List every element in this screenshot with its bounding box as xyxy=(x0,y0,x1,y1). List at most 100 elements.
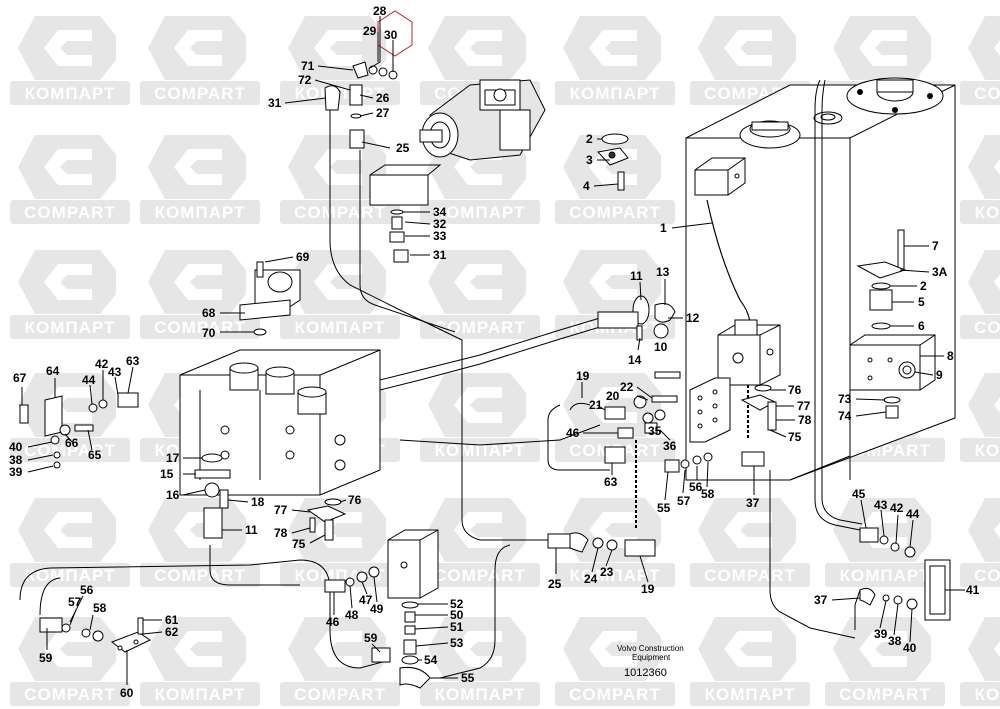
callout-37-mid: 37 xyxy=(746,496,760,510)
callout-42-left: 42 xyxy=(95,357,109,371)
callout-65: 65 xyxy=(88,448,102,462)
watermark-text: КОМПАРТ xyxy=(570,84,661,103)
callout-77-left: 77 xyxy=(274,503,288,517)
watermark-text: КОМПАРТ xyxy=(25,84,116,103)
callout-24: 24 xyxy=(584,572,598,586)
watermark-text: COMPART xyxy=(24,441,116,460)
callout-45: 45 xyxy=(852,487,866,501)
watermark-emblem xyxy=(18,135,116,199)
watermark-text: КОМПАРТ xyxy=(155,685,246,704)
watermark-emblem xyxy=(563,16,661,80)
callout-34: 34 xyxy=(433,205,447,219)
watermark-text: COMPART xyxy=(154,318,246,337)
callout-28: 28 xyxy=(373,4,387,18)
callout-69: 69 xyxy=(296,250,310,264)
callout-49: 49 xyxy=(370,602,384,616)
callout-40-right: 40 xyxy=(903,641,917,655)
callout-37-right: 37 xyxy=(814,593,828,607)
watermark-text: COMPART xyxy=(569,685,661,704)
callout-74: 74 xyxy=(838,409,852,423)
callout-38-right: 38 xyxy=(888,634,902,648)
watermark-emblem xyxy=(18,250,116,314)
leader-lines xyxy=(21,16,963,685)
watermark-text: КОМПАРТ xyxy=(840,566,931,585)
callout-60: 60 xyxy=(120,686,134,700)
callout-55-mid: 55 xyxy=(657,501,671,515)
callout-2-right: 2 xyxy=(920,279,927,293)
callout-59-bottom: 59 xyxy=(39,651,53,665)
callout-78-right: 78 xyxy=(798,413,812,427)
watermark-text: COMPART xyxy=(434,566,526,585)
callout-23: 23 xyxy=(600,565,614,579)
callout-42-right: 42 xyxy=(890,501,904,515)
watermark-text: КОМПАРТ xyxy=(975,203,1000,222)
callout-17: 17 xyxy=(166,451,180,465)
watermark-text: КОМПАРТ xyxy=(975,685,1000,704)
callout-76-right: 76 xyxy=(788,383,802,397)
watermark-emblem xyxy=(148,617,246,681)
caption-line1: Volvo Construction xyxy=(617,644,684,653)
callout-27: 27 xyxy=(376,106,390,120)
watermark-text: КОМПАРТ xyxy=(435,685,526,704)
callout-36: 36 xyxy=(663,439,677,453)
watermark-text: COMPART xyxy=(974,566,1000,585)
callout-75-right: 75 xyxy=(788,430,802,444)
watermark-emblem xyxy=(968,617,1000,681)
watermark-text: COMPART xyxy=(974,84,1000,103)
watermark-emblem xyxy=(18,498,116,562)
callout-56-mid: 56 xyxy=(689,480,703,494)
callout-76-left: 76 xyxy=(348,493,362,507)
callout-38-left: 38 xyxy=(9,453,23,467)
callout-25-top: 25 xyxy=(396,141,410,155)
callout-29: 29 xyxy=(363,24,377,38)
callout-48: 48 xyxy=(345,608,359,622)
callout-75-left: 75 xyxy=(292,537,306,551)
watermark-text: КОМПАРТ xyxy=(295,318,386,337)
watermark-text: COMPART xyxy=(974,318,1000,337)
watermark-emblem xyxy=(563,135,661,199)
callout-72: 72 xyxy=(298,73,312,87)
callout-59-mid: 59 xyxy=(364,631,378,645)
drawing-caption: Volvo Construction Equipment 1012360 xyxy=(617,644,684,679)
callout-2: 2 xyxy=(586,132,593,146)
callout-58-bottom: 58 xyxy=(93,601,107,615)
callout-52: 52 xyxy=(450,597,464,611)
callout-20: 20 xyxy=(606,389,620,403)
callout-58-mid: 58 xyxy=(701,487,715,501)
callout-19-top: 19 xyxy=(576,369,590,383)
callout-39-left: 39 xyxy=(9,465,23,479)
callout-31-mid: 31 xyxy=(433,248,447,262)
fittings xyxy=(19,61,918,689)
callout-73: 73 xyxy=(838,392,852,406)
callout-68: 68 xyxy=(202,306,216,320)
callout-13: 13 xyxy=(656,265,670,279)
callout-64: 64 xyxy=(46,364,60,378)
watermark-text: КОМПАРТ xyxy=(25,566,116,585)
caption-line2: Equipment xyxy=(632,653,671,662)
watermark-emblem xyxy=(428,373,526,437)
watermark-text: КОМПАРТ xyxy=(435,203,526,222)
callout-71: 71 xyxy=(301,59,315,73)
watermark-emblem xyxy=(698,617,796,681)
watermark-text: COMPART xyxy=(294,203,386,222)
callout-46-mid: 46 xyxy=(566,426,580,440)
callout-66: 66 xyxy=(65,436,79,450)
callouts: 28 29 30 71 72 26 31 27 25 34 32 33 31 6… xyxy=(9,4,980,700)
callout-35: 35 xyxy=(648,424,662,438)
callout-9: 9 xyxy=(936,368,943,382)
callout-62: 62 xyxy=(165,625,179,639)
callout-4: 4 xyxy=(583,179,590,193)
watermark-emblem xyxy=(148,16,246,80)
callout-40-left: 40 xyxy=(9,440,23,454)
tank-manifold xyxy=(849,334,936,391)
callout-39-right: 39 xyxy=(874,627,888,641)
callout-8: 8 xyxy=(947,349,954,363)
callout-47: 47 xyxy=(359,593,373,607)
watermark-emblem xyxy=(968,16,1000,80)
callout-19-bottom: 19 xyxy=(641,582,655,596)
callout-3A: 3A xyxy=(932,265,948,279)
watermark-text: COMPART xyxy=(434,318,526,337)
callout-44-left: 44 xyxy=(82,373,96,387)
